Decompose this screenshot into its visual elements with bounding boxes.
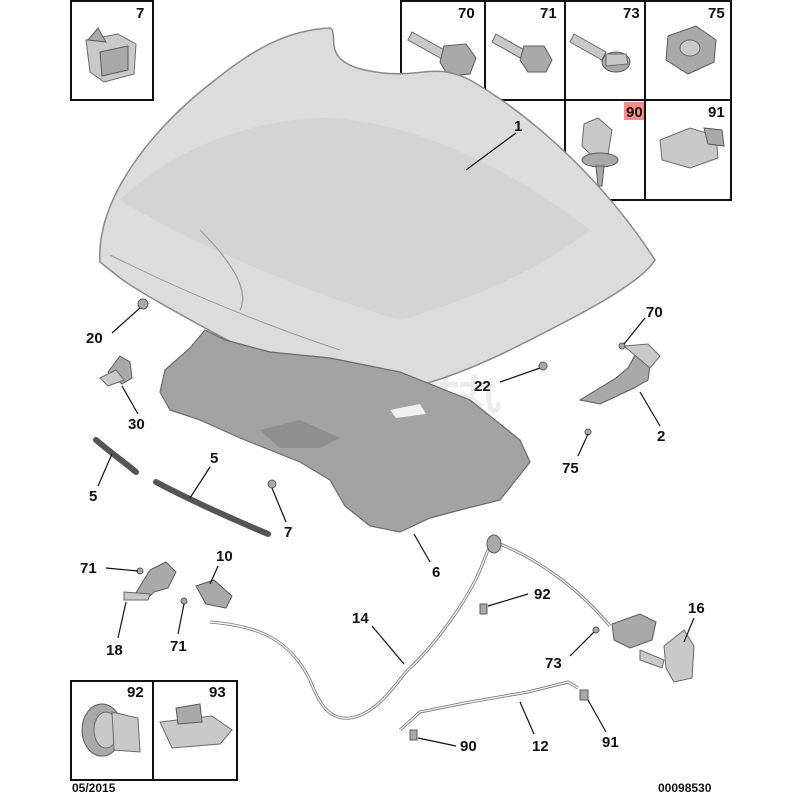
inset-label-7: 7 <box>136 5 144 22</box>
cable-clip-91 <box>579 689 589 701</box>
cable-clip-90 <box>409 729 418 741</box>
cable-clip-92 <box>479 603 488 615</box>
screw-icon <box>491 33 553 73</box>
fastener-71b <box>180 597 188 605</box>
leader-75 <box>577 433 589 457</box>
leader-90 <box>417 737 457 747</box>
callout-1: 1 <box>514 118 522 135</box>
leader-16 <box>683 617 695 643</box>
callout-5a: 5 <box>89 488 97 505</box>
leader-1 <box>465 132 517 171</box>
leader-5b <box>189 466 211 499</box>
inset-box-71: 71 <box>484 0 566 101</box>
inset-box-7: 7 <box>70 0 154 101</box>
callout-73: 73 <box>545 655 562 672</box>
cable-grommet <box>486 534 502 554</box>
callout-14: 14 <box>352 610 369 627</box>
inset-label-73: 73 <box>623 5 640 22</box>
fastener-7 <box>267 479 277 489</box>
inset-label-70: 70 <box>458 5 475 22</box>
date-code: 05/2015 <box>72 781 116 795</box>
inset-box-93: 93 <box>152 680 238 781</box>
leader-14 <box>371 625 405 665</box>
inset-box-73: 73 <box>564 0 646 101</box>
leader-71b <box>177 603 185 635</box>
screw-flange-icon <box>569 33 631 73</box>
callout-22: 22 <box>474 378 491 395</box>
leader-73 <box>569 631 595 657</box>
reference-number: 00098530 <box>658 781 712 795</box>
fastener-20 <box>137 298 149 310</box>
clip-icon-93 <box>159 703 233 749</box>
callout-16: 16 <box>688 600 705 617</box>
clip-icon-91 <box>659 127 725 169</box>
leader-5a <box>97 453 113 487</box>
leader-20 <box>111 307 141 334</box>
leader-92 <box>487 593 529 607</box>
hood-lock <box>611 613 695 683</box>
leader-7 <box>271 487 287 523</box>
nut-icon <box>665 25 717 75</box>
callout-70: 70 <box>646 304 663 321</box>
clip-icon-90 <box>581 117 619 187</box>
leader-6 <box>413 533 431 563</box>
inset-box-92: 92 <box>70 680 154 781</box>
callout-6: 6 <box>432 564 440 581</box>
inset-box-91: 91 <box>644 99 732 201</box>
callout-2: 2 <box>657 428 665 445</box>
callout-92: 92 <box>534 586 551 603</box>
lock-bracket <box>195 579 233 609</box>
leader-71a <box>105 567 139 572</box>
inset-label-93: 93 <box>209 684 226 701</box>
callout-20: 20 <box>86 330 103 347</box>
safety-catch <box>123 561 177 601</box>
leader-22 <box>499 367 541 383</box>
fastener-70 <box>618 342 626 350</box>
leader-91 <box>587 699 607 733</box>
callout-75: 75 <box>562 460 579 477</box>
inset-box-75: 75 <box>644 0 732 101</box>
fastener-73 <box>592 626 600 634</box>
handle-cable <box>398 680 579 732</box>
callout-5b: 5 <box>210 450 218 467</box>
leader-30 <box>121 385 139 415</box>
callout-7: 7 <box>284 524 292 541</box>
leader-18 <box>117 601 127 639</box>
inset-label-71: 71 <box>540 5 557 22</box>
callout-12: 12 <box>532 738 549 755</box>
callout-90: 90 <box>460 738 477 755</box>
clip-icon <box>85 27 137 83</box>
callout-10: 10 <box>216 548 233 565</box>
callout-71a: 71 <box>80 560 97 577</box>
leader-12 <box>519 701 535 735</box>
release-cable <box>209 541 612 720</box>
insulation-pad <box>159 329 531 533</box>
highlight-90 <box>624 102 650 120</box>
hinge-right <box>578 343 661 405</box>
bolt-icon <box>407 31 477 77</box>
hood-panel <box>99 27 656 399</box>
bumper-stop <box>99 355 133 387</box>
inset-label-75: 75 <box>708 5 725 22</box>
seal-strip-right <box>153 479 271 537</box>
inset-label-90: 90 <box>626 104 643 121</box>
seal-strip-left <box>93 437 139 475</box>
callout-30: 30 <box>128 416 145 433</box>
leader-70 <box>623 317 646 345</box>
inset-label-91: 91 <box>708 104 725 121</box>
callout-18: 18 <box>106 642 123 659</box>
leader-2 <box>639 391 661 427</box>
grommet-icon <box>81 703 141 757</box>
callout-91: 91 <box>602 734 619 751</box>
leader-10 <box>209 565 219 585</box>
fastener-22 <box>538 361 548 371</box>
callout-71b: 71 <box>170 638 187 655</box>
inset-label-92: 92 <box>127 684 144 701</box>
